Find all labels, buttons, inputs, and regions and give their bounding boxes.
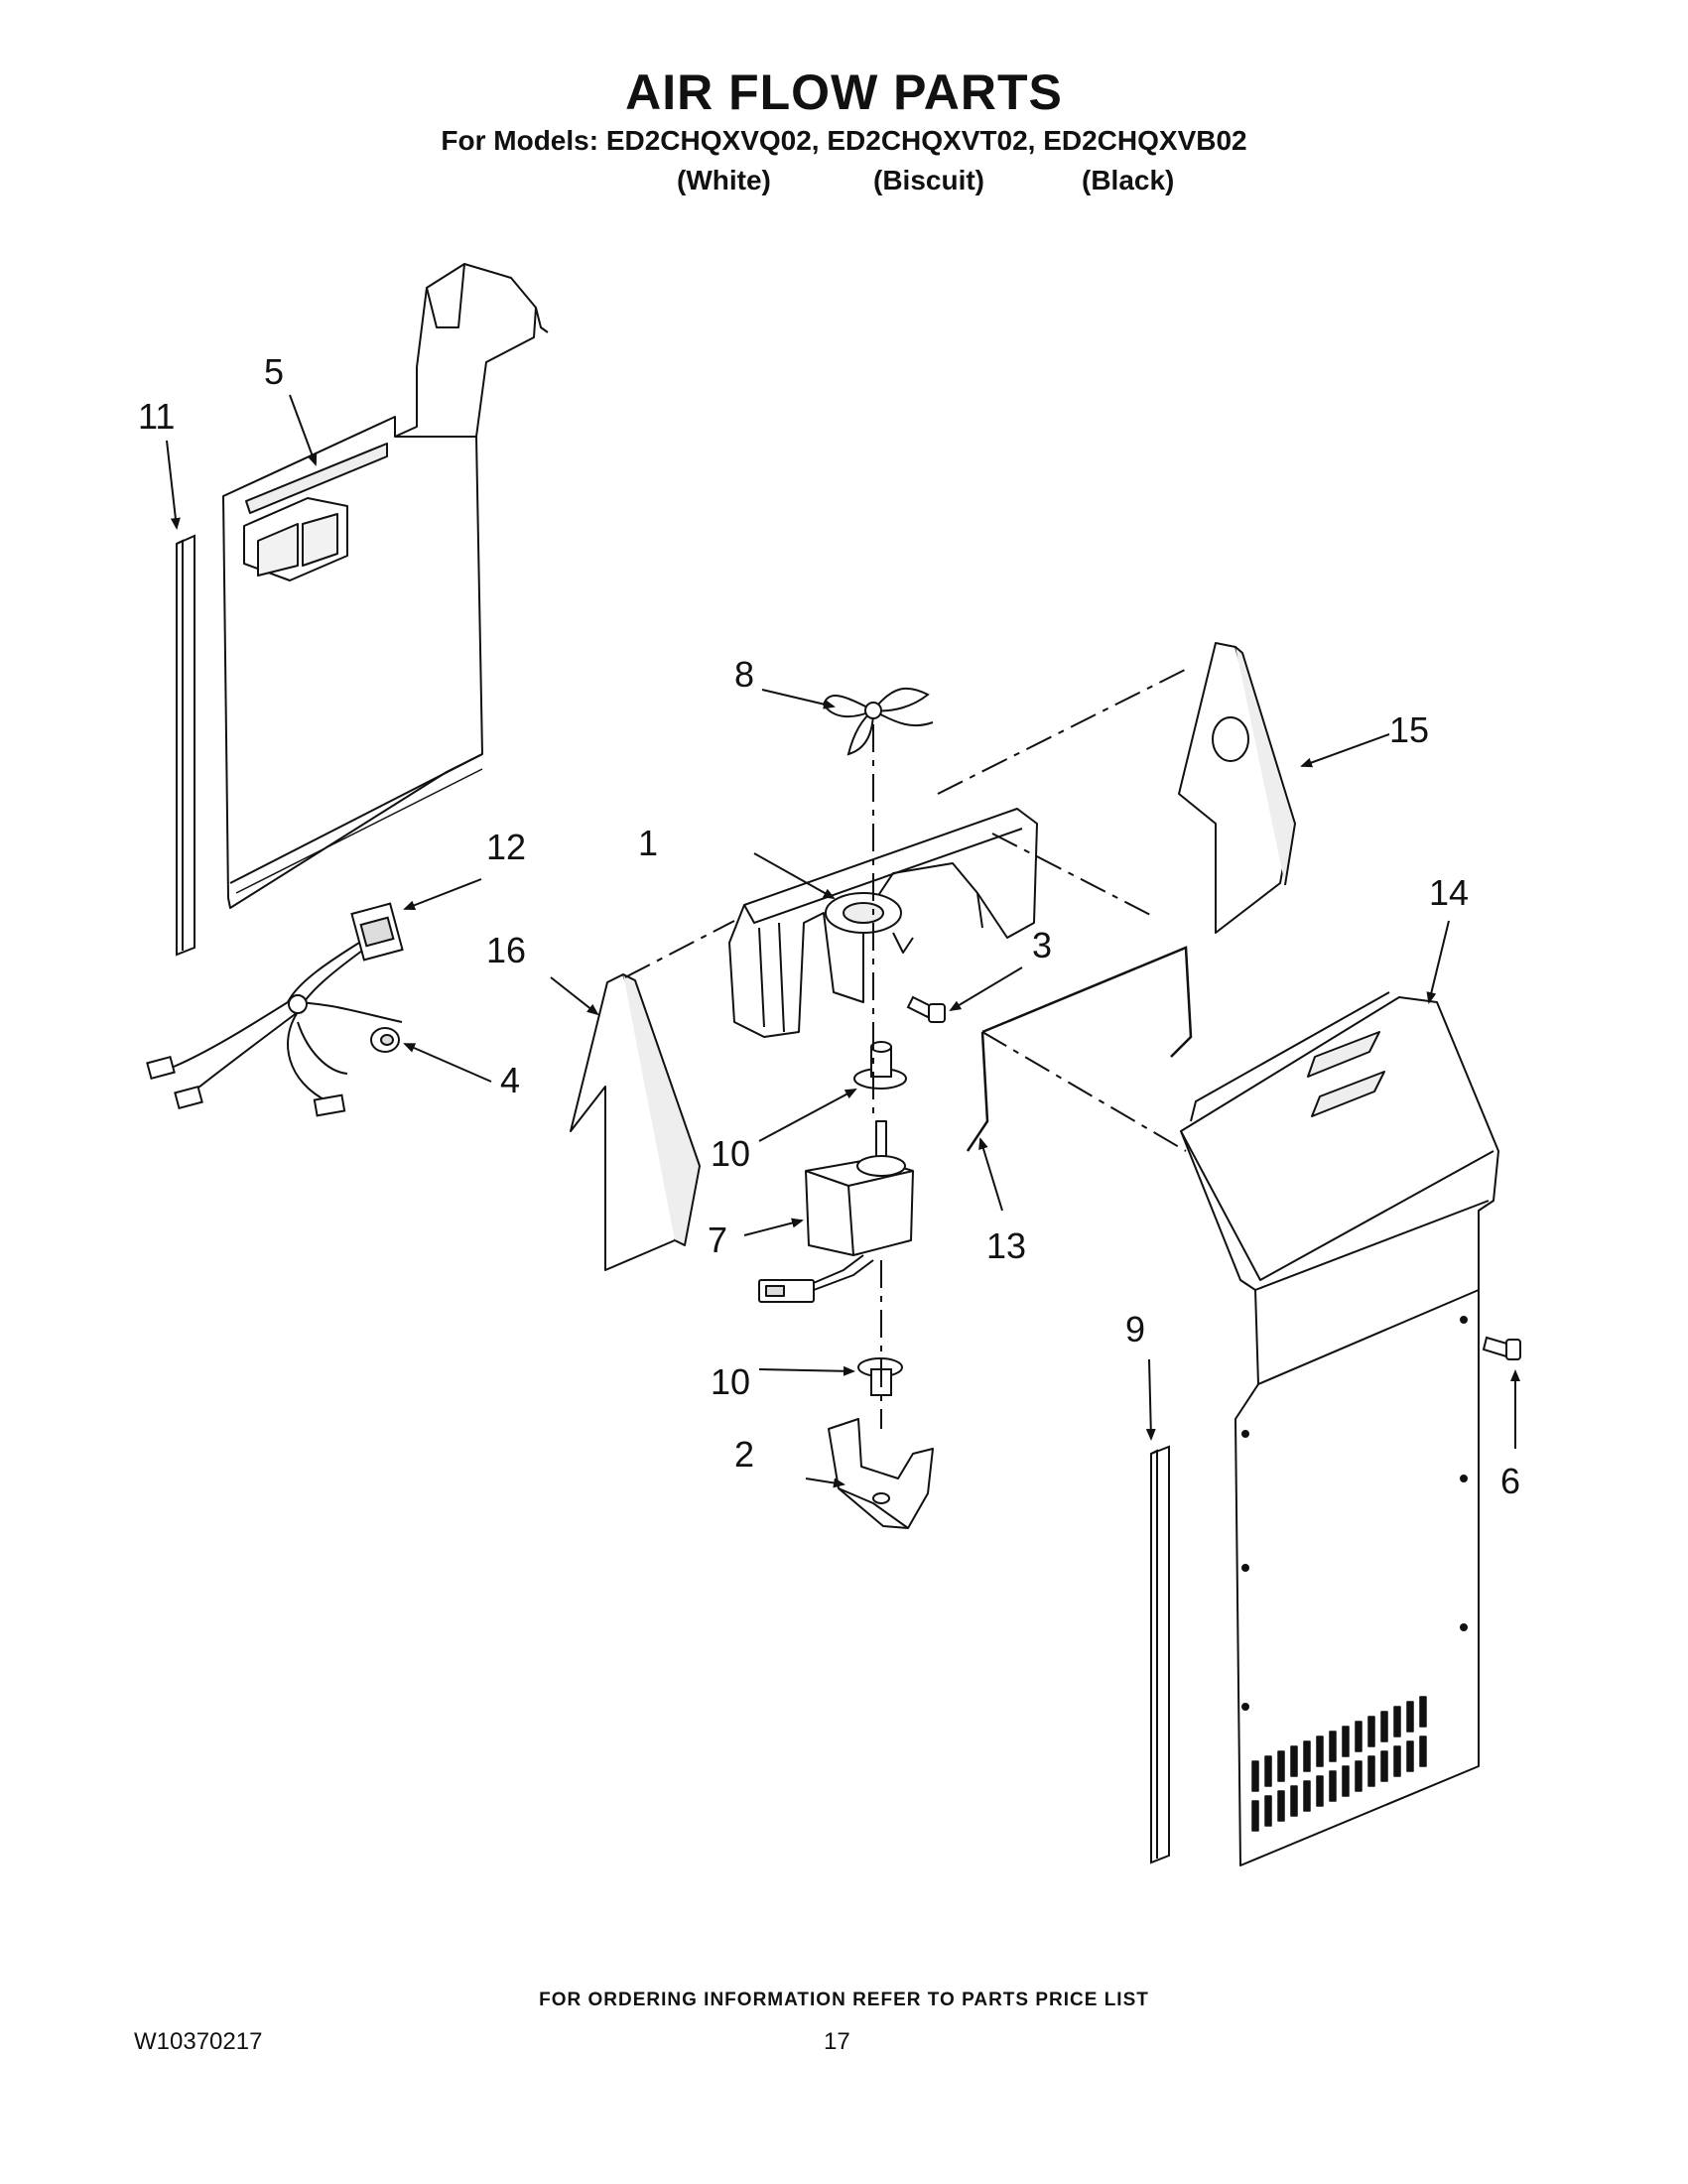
callout-9: 9 — [1125, 1309, 1145, 1349]
ordering-note: FOR ORDERING INFORMATION REFER TO PARTS … — [539, 1990, 1149, 2010]
callout-2: 2 — [734, 1434, 754, 1475]
part-16-left-baffle — [570, 973, 701, 1271]
part-2-motor-bracket — [828, 1418, 934, 1529]
part-9-seal-strip — [1150, 1445, 1170, 1864]
part-11-seal-strip — [176, 534, 195, 957]
part-4-grommet — [370, 1027, 400, 1053]
page-title: AIR FLOW PARTS — [625, 64, 1063, 120]
callout-4: 4 — [500, 1060, 520, 1100]
part-14-evaporator-cover — [1180, 991, 1499, 1866]
callout-10-upper: 10 — [711, 1133, 750, 1174]
assembly-lines — [624, 666, 1192, 1429]
part-13-wire-bracket — [966, 946, 1193, 1152]
part-5-duct-cover — [222, 263, 549, 909]
color-biscuit: (Biscuit) — [873, 165, 984, 195]
callout-14: 14 — [1429, 872, 1469, 913]
page-number: 17 — [824, 2028, 850, 2055]
callout-3: 3 — [1032, 925, 1052, 965]
part-6-screw — [1482, 1336, 1521, 1360]
callout-7: 7 — [708, 1220, 727, 1260]
callout-11: 11 — [138, 396, 175, 437]
callout-10-lower: 10 — [711, 1361, 750, 1402]
callout-13: 13 — [986, 1225, 1026, 1266]
callout-16: 16 — [486, 930, 526, 970]
part-1-fan-housing — [728, 808, 1038, 1038]
leader-arrows — [166, 394, 1520, 1488]
color-white: (White) — [677, 165, 771, 195]
part-7-fan-motor — [758, 1120, 914, 1303]
callout-15: 15 — [1389, 709, 1429, 750]
callout-5: 5 — [264, 351, 284, 392]
models-line: For Models: ED2CHQXVQ02, ED2CHQXVT02, ED… — [441, 125, 1247, 156]
part-8-fan-blade — [822, 687, 934, 756]
callout-12: 12 — [486, 827, 526, 867]
part-10-bushing-upper — [853, 1041, 907, 1090]
callout-8: 8 — [734, 654, 754, 695]
part-15-right-baffle — [1178, 642, 1296, 934]
callout-1: 1 — [638, 823, 658, 863]
document-number: W10370217 — [134, 2028, 263, 2055]
callout-6: 6 — [1500, 1461, 1520, 1501]
part-12-wire-harness — [146, 902, 404, 1117]
part-3-screw — [906, 995, 946, 1023]
color-black: (Black) — [1082, 165, 1175, 195]
